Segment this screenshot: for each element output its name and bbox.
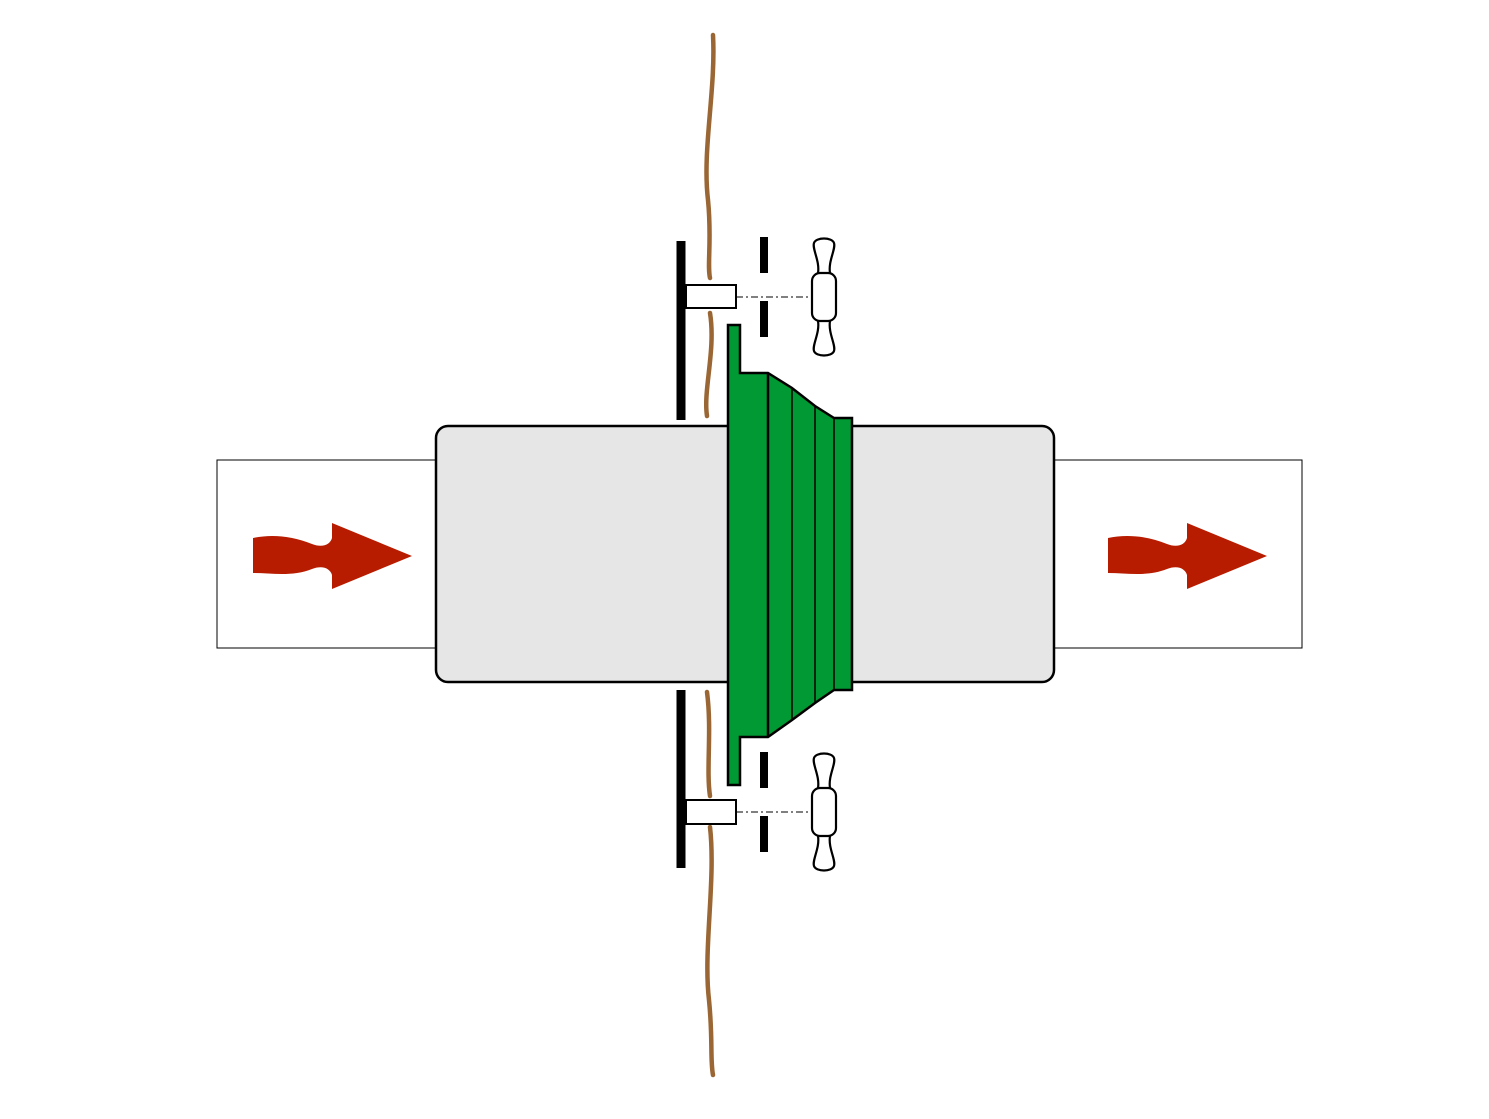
wing-nut-icon (810, 237, 838, 357)
membrane-middle-lower (704, 689, 713, 799)
wavy-arrow-icon (1108, 523, 1267, 589)
bolt-upper (685, 284, 737, 309)
bolt-lower (685, 799, 737, 825)
wavy-arrow-icon (253, 523, 412, 589)
membrane-middle-upper (704, 310, 714, 419)
wing-nut-icon (810, 752, 838, 872)
membrane-upper (704, 32, 716, 281)
membrane-lower (705, 824, 716, 1078)
stepped-sleeve (726, 323, 854, 787)
